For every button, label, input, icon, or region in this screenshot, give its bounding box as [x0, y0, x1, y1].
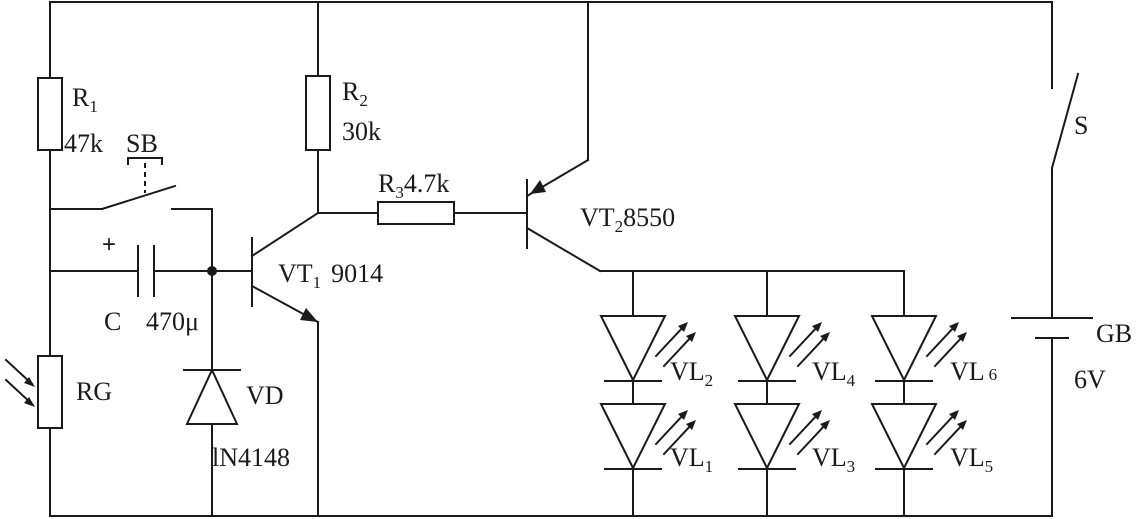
wires — [49, 1, 1053, 517]
battery-gb: GB 6V — [1011, 317, 1132, 394]
led-array: VL2 VL1 VL4 V — [599, 315, 997, 476]
capacitor-c: + C 470μ — [102, 231, 199, 336]
c-value: 470μ — [146, 307, 199, 336]
pushbutton-sb: SB — [100, 129, 177, 211]
gb-label: GB — [1096, 319, 1132, 348]
led-vl5: VL5 — [870, 403, 993, 476]
vd-label: VD — [246, 381, 284, 410]
r2-value: 30k — [342, 117, 381, 146]
s-label: S — [1074, 111, 1088, 140]
transistor-vt2: VT28550 — [525, 158, 675, 273]
svg-text:VT28550: VT28550 — [580, 203, 675, 236]
diode-vd: VD lN4148 — [183, 367, 290, 472]
svg-text:VL5: VL5 — [950, 443, 993, 476]
light-arrows-icon — [4, 358, 35, 407]
resistor-r2: R2 30k — [305, 75, 381, 151]
resistor-r3: R34.7k — [377, 169, 455, 225]
sb-label: SB — [126, 129, 158, 158]
vd-part: lN4148 — [212, 443, 290, 472]
c-label: C — [104, 307, 121, 336]
svg-text:R1: R1 — [72, 83, 98, 116]
svg-text:VL6: VL6 — [950, 357, 997, 386]
svg-text:VL1: VL1 — [670, 443, 713, 476]
led-vl2: VL2 — [599, 315, 713, 403]
rg-label: RG — [76, 377, 112, 406]
led-vl1: VL1 — [599, 403, 713, 476]
svg-text:R34.7k: R34.7k — [378, 169, 449, 202]
switch-s: S — [1050, 72, 1088, 170]
junction-node — [207, 266, 217, 276]
r1-value: 47k — [64, 129, 103, 158]
svg-text:R2: R2 — [342, 77, 368, 110]
resistor-r1: R1 47k — [37, 77, 103, 158]
photoresistor-rg: RG — [4, 355, 112, 429]
svg-text:VL2: VL2 — [670, 357, 713, 390]
c-polarity: + — [102, 231, 116, 258]
svg-text:VL4: VL4 — [812, 357, 856, 390]
led-vl4: VL4 — [733, 315, 856, 403]
svg-text:VL3: VL3 — [812, 443, 855, 476]
gb-value: 6V — [1074, 365, 1106, 394]
led-vl3: VL3 — [733, 403, 855, 476]
